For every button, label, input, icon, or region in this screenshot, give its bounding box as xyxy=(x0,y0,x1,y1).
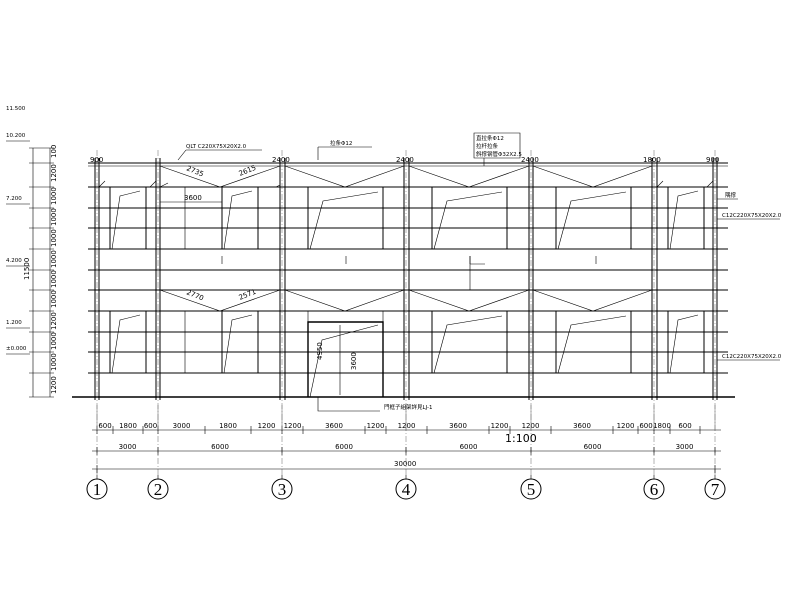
dimension-label: 3000 xyxy=(676,443,694,451)
brace-label: 拉杆拉条 xyxy=(476,142,499,150)
left-mark: 900 xyxy=(90,156,103,164)
dimension-label: 6000 xyxy=(211,443,229,451)
v-dim: 1200 xyxy=(50,164,58,182)
dimension-label: 600 xyxy=(98,422,111,430)
level-labels: 11.500 10.200 7.200 4.200 1.200 ±0.000 xyxy=(6,106,30,355)
axis-label: 2 xyxy=(154,480,163,499)
spacing-label: 1800 xyxy=(643,156,661,164)
bracing-top xyxy=(98,165,714,188)
tie-rod-label: 拉条Φ12 xyxy=(330,139,352,147)
dimension-label: 600 xyxy=(678,422,691,430)
v-dim: 1200 xyxy=(50,312,58,330)
dimension-label: 3600 xyxy=(325,422,343,430)
right-annotations: 隅撑 C12C220X75X20X2.0 C12C220X75X20X2.0 xyxy=(717,191,782,361)
dimension-label: 3600 xyxy=(449,422,467,430)
dimension-label: 1800 xyxy=(119,422,137,430)
spacing-label: 2400 xyxy=(521,156,539,164)
v-dim: 1000 xyxy=(50,332,58,350)
axis-label: 1 xyxy=(93,480,102,499)
door-width-dim: 4950 xyxy=(316,342,324,360)
level-label: 7.200 xyxy=(6,196,22,202)
top-annotations: QLT C220X75X20X2.0 拉条Φ12 直拉条Φ12 拉杆拉条 斜撑钢… xyxy=(90,132,719,303)
dimension-label: 6000 xyxy=(335,443,353,451)
qlt-label: QLT C220X75X20X2.0 xyxy=(186,144,247,150)
purlin-label-lower: C12C220X75X20X2.0 xyxy=(722,354,782,360)
level-label: 4.200 xyxy=(6,258,22,264)
door-note: 門框子組架詳見LJ-1 xyxy=(384,403,432,411)
v-dim: 1000 xyxy=(50,290,58,308)
slope-label: 2770 xyxy=(185,288,205,302)
v-dim: 1000 xyxy=(50,187,58,205)
scale-label: 1:100 xyxy=(505,432,537,445)
axis-label: 6 xyxy=(650,480,659,499)
dimension-label: 1200 xyxy=(398,422,416,430)
dimension-label: 1200 xyxy=(258,422,276,430)
dimension-label: 1800 xyxy=(653,422,671,430)
dimension-label: 6000 xyxy=(460,443,478,451)
level-label: 10.200 xyxy=(6,133,26,139)
axis-bubbles: 1 2 3 4 5 6 7 xyxy=(86,475,726,500)
dimension-label: 600 xyxy=(144,422,157,430)
v-dim: 100 xyxy=(50,145,58,158)
wall-studs xyxy=(109,187,705,373)
spacing-label: 2400 xyxy=(396,156,414,164)
columns xyxy=(94,150,718,475)
door-height-dim: 3600 xyxy=(350,352,358,370)
axis-label: 7 xyxy=(711,480,720,499)
tie-rod-2-label: 直拉条Φ12 xyxy=(476,134,504,142)
dimension-label: 3000 xyxy=(173,422,191,430)
dimension-label: 3000 xyxy=(119,443,137,451)
door-opening: 4950 3600 門框子組架詳見LJ-1 xyxy=(307,321,432,412)
v-dim: 1000 xyxy=(50,353,58,371)
row2-ticks xyxy=(96,447,716,455)
dimension-label: 600 xyxy=(639,422,652,430)
bracing-mid xyxy=(159,289,653,312)
total-dim: 30000 xyxy=(394,460,416,468)
slope-label: 2735 xyxy=(185,164,205,178)
span-dim: 3600 xyxy=(184,194,202,202)
dimension-label: 1200 xyxy=(367,422,385,430)
corner-brace-label: 隅撑 xyxy=(725,191,737,199)
dimension-label: 3600 xyxy=(573,422,591,430)
steel-pipe-label: 斜撑钢管Φ32X2.5 xyxy=(476,150,522,158)
v-dim: 1000 xyxy=(50,208,58,226)
axis-label: 5 xyxy=(527,480,536,499)
v-dim: 1000 xyxy=(50,229,58,247)
v-dim: 1000 xyxy=(50,270,58,288)
v-dim: 1200 xyxy=(50,376,58,394)
spacing-label: 2400 xyxy=(272,156,290,164)
dimension-label: 1200 xyxy=(284,422,302,430)
v-dim: 1000 xyxy=(50,250,58,268)
level-label: ±0.000 xyxy=(6,346,27,352)
axis-label: 3 xyxy=(278,480,287,499)
windows-upper xyxy=(109,186,705,250)
dimension-label: 1200 xyxy=(491,422,509,430)
windows-lower xyxy=(109,310,705,374)
level-label: 1.200 xyxy=(6,320,22,326)
row2-dims: 3000 6000 6000 6000 6000 3000 xyxy=(119,443,694,451)
left-dimension-chain: 11500 100 1200 1000 1000 1000 1000 1000 … xyxy=(23,145,58,398)
dimension-label: 1800 xyxy=(219,422,237,430)
axis-label: 4 xyxy=(402,480,411,499)
dimension-label: 6000 xyxy=(584,443,602,451)
level-label: 11.500 xyxy=(6,106,26,112)
purlin-label-upper: C12C220X75X20X2.0 xyxy=(722,213,782,219)
dimension-label: 1200 xyxy=(522,422,540,430)
level-markers xyxy=(6,140,30,355)
overall-height-dim: 11500 xyxy=(23,258,31,280)
dimension-label: 1200 xyxy=(617,422,635,430)
right-mark: 900 xyxy=(706,156,719,164)
